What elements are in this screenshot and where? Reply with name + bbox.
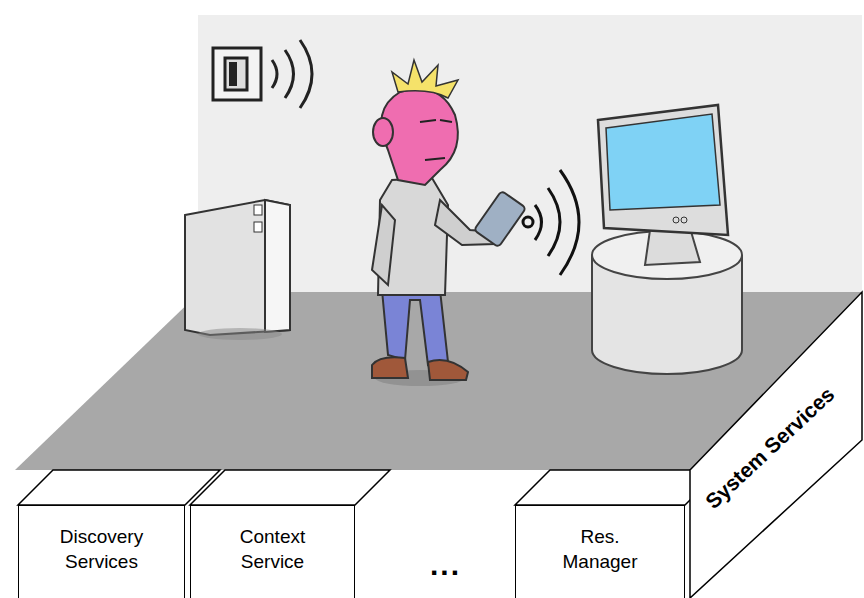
- service-box: Discovery Services: [18, 505, 185, 598]
- light-switch: [213, 40, 312, 108]
- service-box: Res. Manager: [515, 505, 685, 598]
- wall: [198, 15, 862, 295]
- person: [372, 60, 579, 386]
- ellipsis-label: ...: [430, 548, 461, 582]
- monitor-pedestal: [592, 105, 742, 374]
- box-top: [18, 470, 220, 505]
- box-top: [190, 470, 390, 505]
- box-label: Res. Manager: [551, 525, 649, 574]
- system-services-band: System Services: [688, 300, 864, 598]
- service-box: Context Service: [190, 505, 355, 598]
- box-label: Discovery Services: [39, 525, 164, 574]
- pc-tower: [185, 200, 290, 340]
- box-label: Context Service: [221, 525, 324, 574]
- band-shape: [690, 292, 862, 598]
